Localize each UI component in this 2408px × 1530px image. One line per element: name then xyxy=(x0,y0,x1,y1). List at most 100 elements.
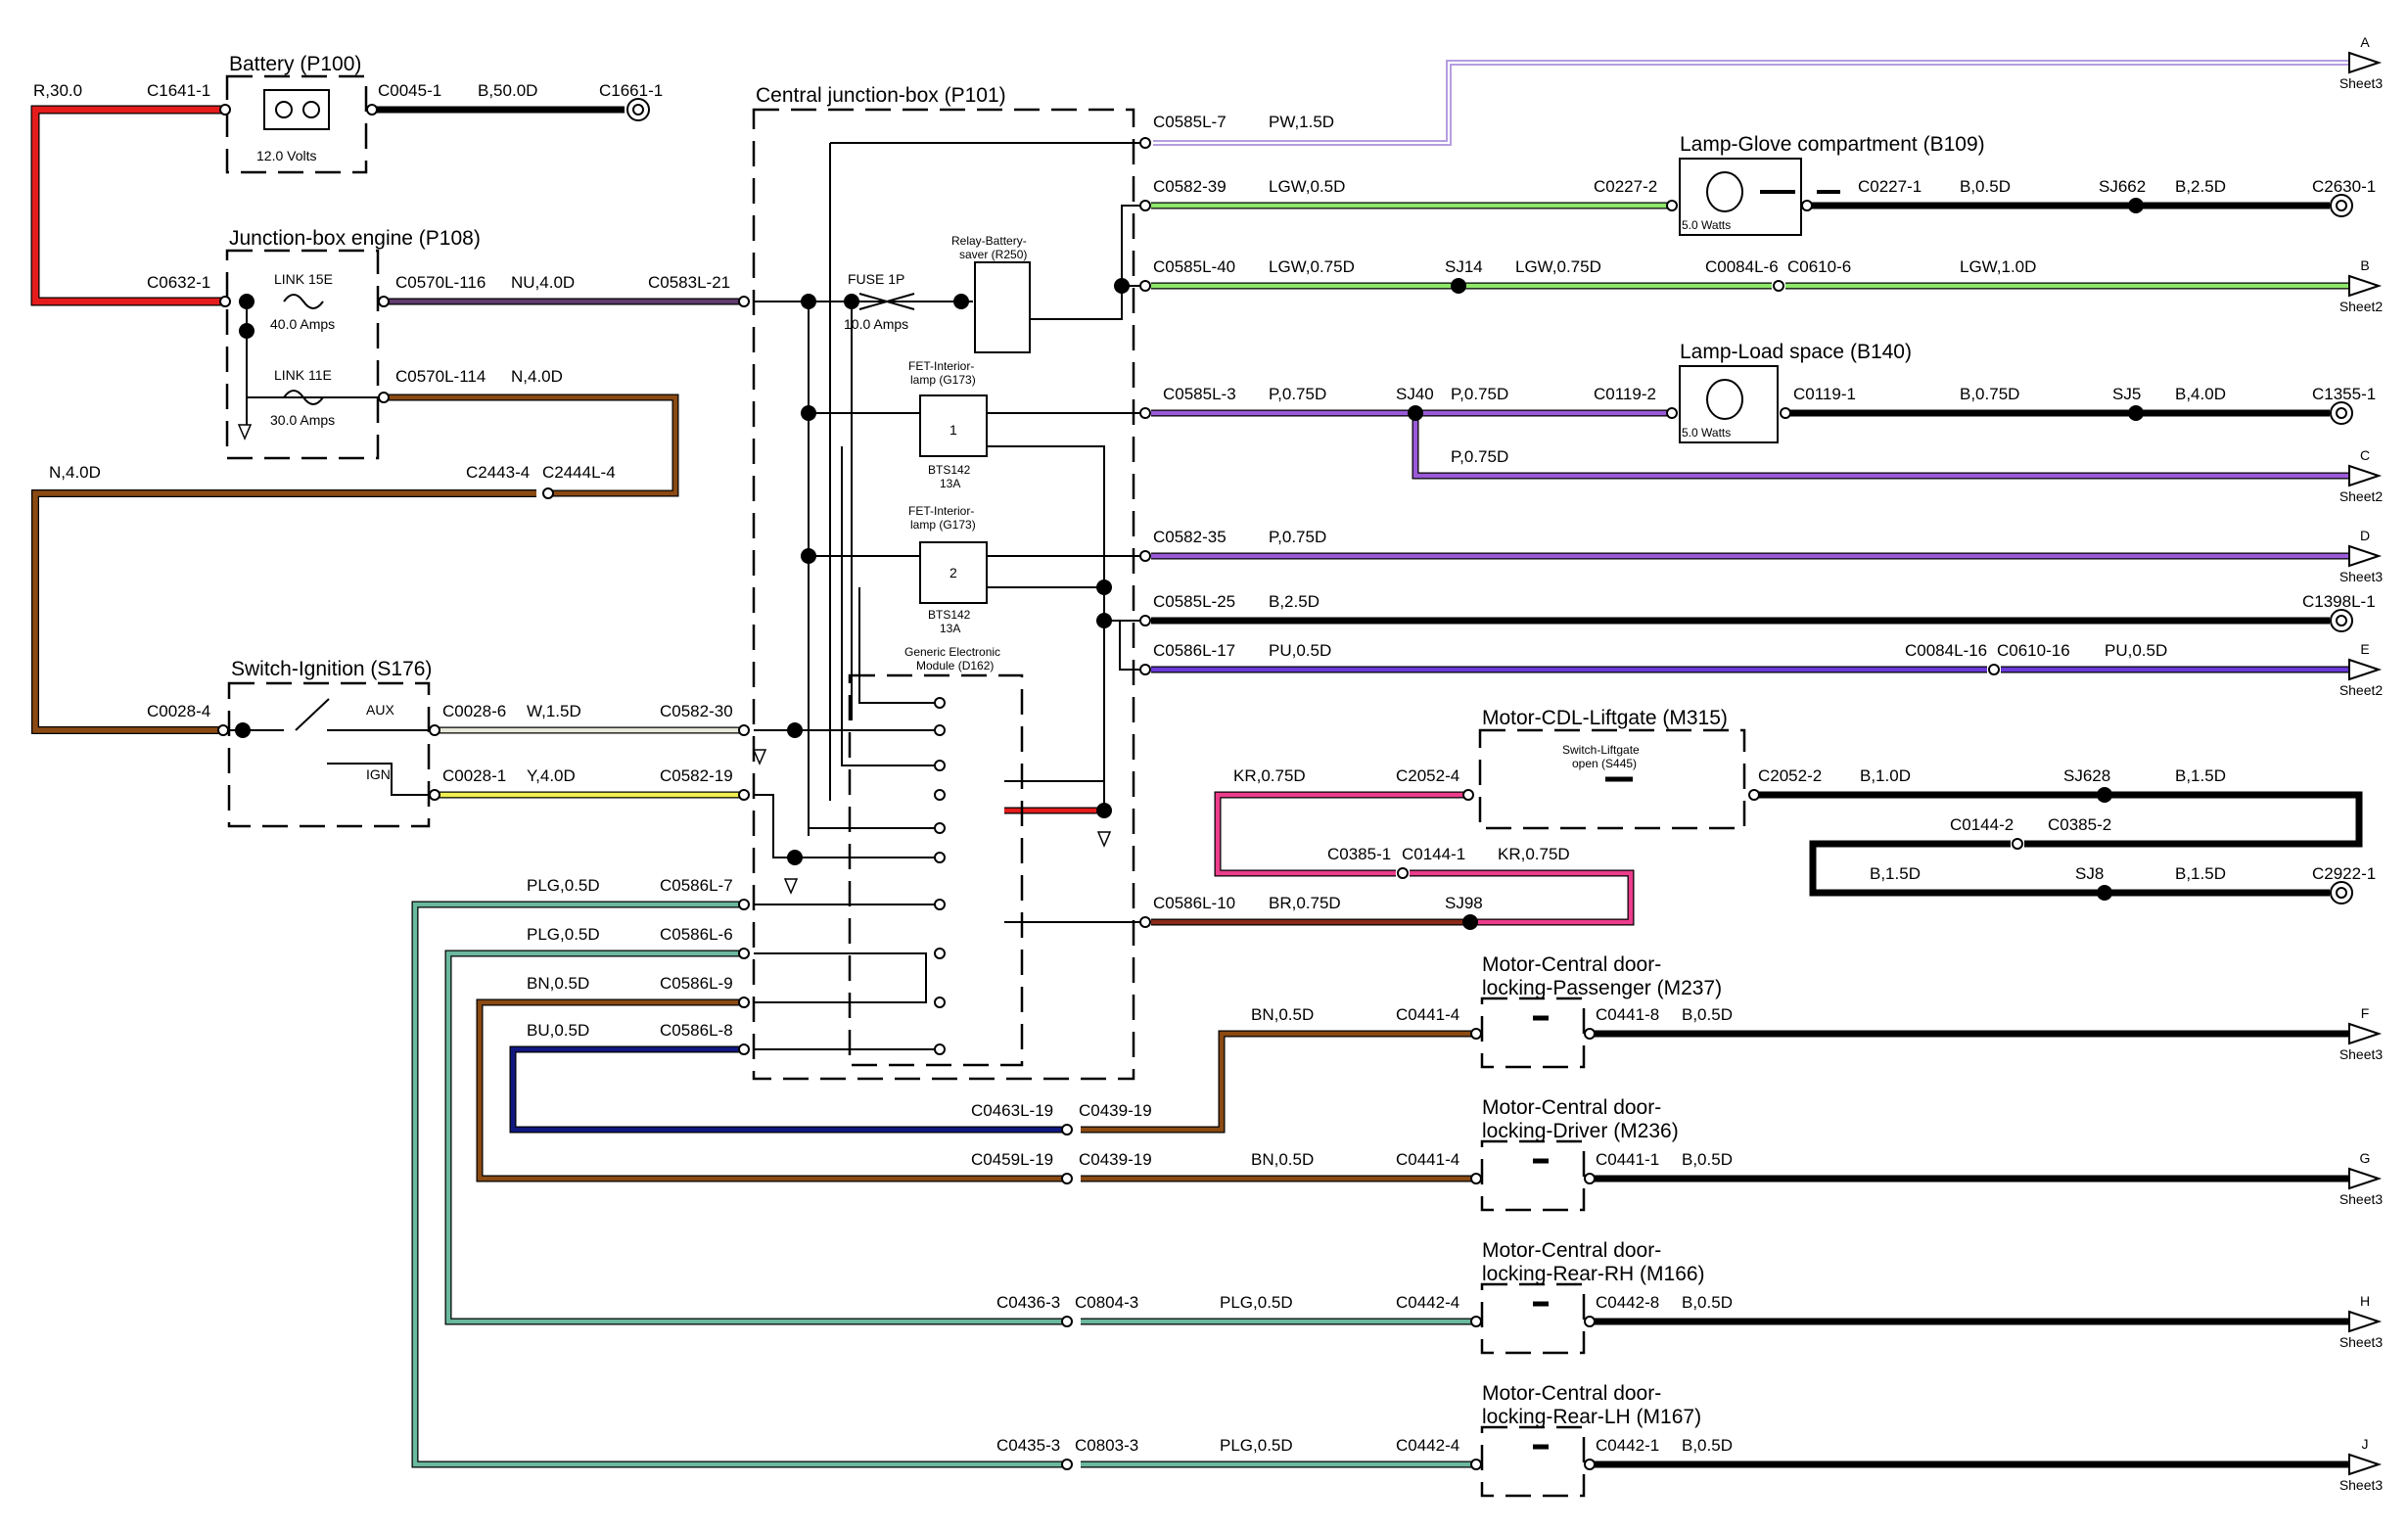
m237-box xyxy=(1480,997,1586,1069)
link11-label: LINK 11E xyxy=(274,367,332,383)
label-w-pu05a: PU,0.5D xyxy=(1269,641,1331,660)
connector-pin xyxy=(934,724,946,736)
connector-pin xyxy=(1061,1316,1073,1327)
ground-arrow-icon xyxy=(237,424,1112,895)
sheet-ref-H: Sheet3 xyxy=(2339,1334,2384,1350)
connector-pin xyxy=(1801,200,1813,211)
fet2-label-2: lamp (G173) xyxy=(910,518,976,532)
connector-pin xyxy=(934,822,946,834)
ign-ign xyxy=(327,763,435,796)
label-c0442-8: C0442-8 xyxy=(1596,1293,1659,1312)
sheet-letter-F: F xyxy=(2361,1005,2370,1021)
label-c0586-7: C0586L-7 xyxy=(660,876,733,895)
label-w-plg05a: PLG,0.5D xyxy=(1220,1293,1293,1312)
wire-bu8 xyxy=(510,1046,1067,1133)
label-c0442-1: C0442-1 xyxy=(1596,1436,1659,1455)
label-sj8: SJ8 xyxy=(2075,864,2104,883)
label-w-lgw05: LGW,0.5D xyxy=(1269,177,1345,196)
label-sj662: SJ662 xyxy=(2099,177,2146,196)
fet1-label-1: FET-Interior- xyxy=(908,359,974,373)
splice-dot xyxy=(235,722,251,738)
label-c0385-1: C0385-1 xyxy=(1327,845,1391,863)
label-c2922: C2922-1 xyxy=(2312,864,2376,883)
connector-pin xyxy=(1139,550,1151,562)
label-c0227-1: C0227-1 xyxy=(1858,177,1922,196)
connector-pin xyxy=(1139,280,1151,292)
link15-amps: 40.0 Amps xyxy=(270,316,335,332)
label-c0385-2: C0385-2 xyxy=(2048,815,2111,834)
splice-dot xyxy=(1096,803,1112,818)
ground-eyelet-inner xyxy=(632,104,644,116)
sheet-arrow-icon xyxy=(2348,544,2383,568)
relay-label-1: Relay-Battery- xyxy=(951,234,1027,248)
label-w-kr075a: KR,0.75D xyxy=(1233,766,1306,785)
label-c0441-4b: C0441-4 xyxy=(1396,1150,1459,1169)
label-w-nu4: NU,4.0D xyxy=(511,273,575,292)
m167-box xyxy=(1480,1425,1586,1498)
m166-box xyxy=(1480,1282,1586,1355)
label-w-lgw075b: LGW,0.75D xyxy=(1515,257,1601,276)
label-w-b05e: B,0.5D xyxy=(1682,1436,1733,1455)
connector-pin xyxy=(1139,407,1151,419)
connector-pin xyxy=(1139,916,1151,928)
m236-title-2: locking-Driver (M236) xyxy=(1482,1120,1679,1142)
m236-title-1: Motor-Central door- xyxy=(1482,1096,1661,1119)
connector-pin xyxy=(217,724,229,736)
label-w-b15b: B,1.5D xyxy=(1870,864,1921,883)
connector-pin xyxy=(1470,1316,1482,1327)
splice-dot xyxy=(1096,613,1112,628)
splice-dot xyxy=(239,323,255,339)
connector-pin xyxy=(1748,789,1760,801)
cjb-gem-9 xyxy=(1119,621,1139,671)
cjb-fet-loop2 xyxy=(987,445,1105,811)
label-w-bn05b: BN,0.5D xyxy=(1251,1150,1314,1169)
splice-dot xyxy=(787,722,803,738)
sheet-letter-E: E xyxy=(2360,641,2369,657)
wire-n4b xyxy=(32,490,536,733)
label-w-bu8: BU,0.5D xyxy=(527,1021,589,1040)
label-c0804: C0804-3 xyxy=(1075,1293,1138,1312)
sheet-letter-G: G xyxy=(2360,1150,2371,1166)
connector-pin xyxy=(1462,789,1474,801)
label-w-b05a: B,0.5D xyxy=(1960,177,2011,196)
label-w-n4a: N,4.0D xyxy=(511,367,563,386)
sheet-ref-D: Sheet3 xyxy=(2339,569,2384,584)
label-c0144-2: C0144-2 xyxy=(1950,815,2014,834)
label-c1398: C1398L-1 xyxy=(2302,592,2376,611)
battery-volts: 12.0 Volts xyxy=(256,148,317,163)
wire-bn9 xyxy=(477,999,1067,1182)
m166-title-2: locking-Rear-RH (M166) xyxy=(1482,1263,1705,1285)
sheet-ref-J: Sheet3 xyxy=(2339,1477,2384,1493)
s445-label-2: open (S445) xyxy=(1572,757,1637,770)
connector-pin xyxy=(738,789,750,801)
label-w-n4b: N,4.0D xyxy=(49,463,101,482)
splice-dot xyxy=(801,405,816,421)
wire-plg6 xyxy=(445,950,1067,1324)
battery-cell xyxy=(263,89,330,130)
sheet-letter-H: H xyxy=(2360,1293,2370,1309)
label-c0632: C0632-1 xyxy=(147,273,210,292)
wires-layer xyxy=(30,60,2363,1468)
cjb-plg6 xyxy=(754,952,927,1003)
label-w-b4: B,4.0D xyxy=(2175,385,2226,403)
label-c0084-6: C0084L-6 xyxy=(1705,257,1779,276)
label-c0227-2: C0227-2 xyxy=(1594,177,1657,196)
load-lamp-box xyxy=(1679,365,1779,443)
connector-pin xyxy=(934,852,946,863)
label-c2444: C2444L-4 xyxy=(542,463,616,482)
wire-kr075b xyxy=(1410,870,1634,925)
splice-dot xyxy=(2128,198,2144,213)
sheet-ref-A: Sheet3 xyxy=(2339,75,2384,91)
label-w-b1: B,1.0D xyxy=(1860,766,1911,785)
label-w-p075b: P,0.75D xyxy=(1451,385,1508,403)
label-w-p075a: P,0.75D xyxy=(1269,385,1326,403)
connector-pin xyxy=(934,948,946,959)
relay-box xyxy=(974,261,1031,353)
m237-title-2: locking-Passenger (M237) xyxy=(1482,977,1722,999)
label-c0803: C0803-3 xyxy=(1075,1436,1138,1455)
connector-pin xyxy=(1470,1173,1482,1184)
connector-pin xyxy=(1470,1459,1482,1470)
label-w-b05c: B,0.5D xyxy=(1682,1150,1733,1169)
glove-title: Lamp-Glove compartment (B109) xyxy=(1680,133,1985,156)
battery-minus-icon xyxy=(302,101,320,118)
